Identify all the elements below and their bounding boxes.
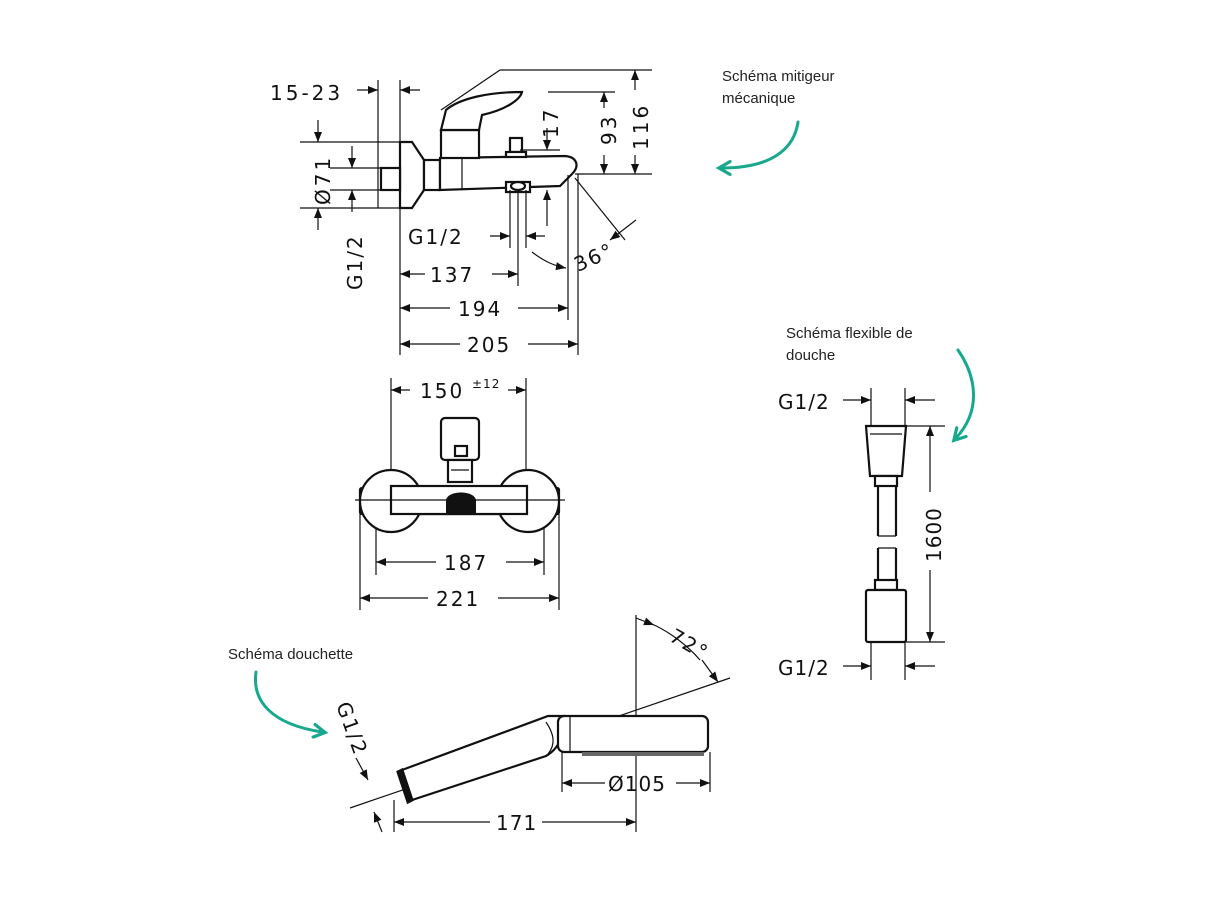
- handshower-g12: G1/2: [331, 699, 373, 760]
- dim-221: 221: [436, 587, 480, 611]
- mixer-side-view: 15-23 116 93 17 Ø71 G1/2 G1/2 36° 137: [270, 69, 653, 357]
- dim-150: 150: [420, 379, 464, 403]
- handshower-diameter-105: Ø105: [608, 772, 666, 796]
- handshower-schema-label: Schéma douchette: [228, 646, 354, 663]
- hand-shower-view: 72° G1/2 Ø105 171: [331, 615, 731, 835]
- hose-schema-label: Schéma flexible de douche: [786, 325, 913, 364]
- spout-body: [438, 154, 578, 192]
- hose-pipe-upper: [876, 486, 898, 536]
- shower-hose-view: G1/2 1600 G1/2: [778, 388, 946, 680]
- dim-187: 187: [444, 551, 488, 575]
- cartridge-housing: [439, 128, 481, 160]
- mixer-schema-label: Schéma mitigeur mécanique: [722, 68, 835, 107]
- wall-flange: [398, 140, 426, 210]
- handshower-length-171: 171: [496, 811, 537, 835]
- handshower-head: [556, 714, 710, 754]
- mixer-front-view: 150 ±12 187 221: [355, 377, 565, 611]
- mixer-callout-arrow: [722, 120, 800, 168]
- handshower-angle-72: 72°: [666, 624, 714, 666]
- hose-g12-bottom: G1/2: [778, 656, 830, 680]
- dim-205: 205: [467, 333, 511, 357]
- wall-inlet: [379, 166, 402, 192]
- dim-116: 116: [629, 103, 653, 150]
- dim-diameter-71: Ø71: [311, 155, 335, 205]
- dim-g12-outlet: G1/2: [408, 225, 464, 249]
- dim-150-tolerance: ±12: [472, 377, 500, 391]
- dim-15-23: 15-23: [270, 81, 343, 105]
- dim-194: 194: [458, 297, 502, 321]
- hose-top-nut: [864, 424, 908, 478]
- lever-ghost: [440, 69, 501, 111]
- hose-bottom-cone: [864, 588, 908, 644]
- dim-137: 137: [430, 263, 474, 287]
- mixer-body: [422, 158, 442, 192]
- hose-g12-top: G1/2: [778, 390, 830, 414]
- handshower-callout-arrow: [253, 670, 322, 732]
- handshower-handle: [400, 714, 566, 802]
- dim-g12-inlet: G1/2: [343, 234, 367, 290]
- dim-17: 17: [539, 107, 563, 138]
- handshower-end-cap: [396, 767, 414, 805]
- hose-length-1600: 1600: [922, 507, 946, 562]
- hose-callout-arrow: [956, 348, 975, 438]
- front-outlet: [446, 492, 476, 514]
- dim-93: 93: [597, 114, 621, 145]
- lever-handle: [439, 90, 524, 132]
